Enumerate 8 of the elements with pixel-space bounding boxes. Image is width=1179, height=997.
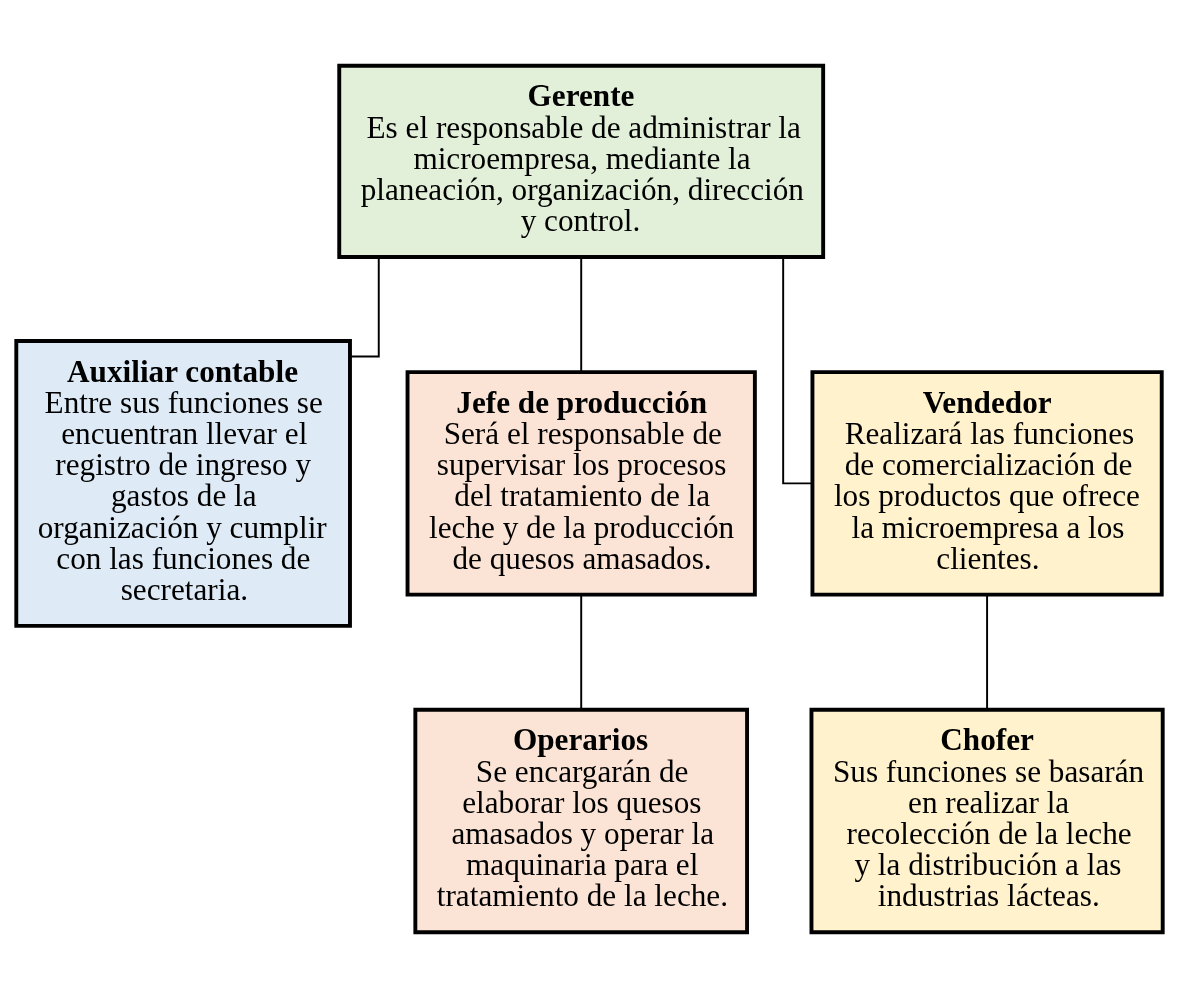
node-box: Chofer Sus funciones se basarán en realizar la recolección de la leche y la distribución a las industrias lácteas. <box>809 707 1165 934</box>
node-box: Vendedor Realizará las funciones de comercialización de los productos que ofrece la microempresa a los clientes. <box>810 369 1164 597</box>
connector <box>580 593 583 711</box>
node-box: Jefe de producción Será el responsable de supervisar los procesos del tratamiento de la leche y de la producción de quesos amasados. <box>405 369 757 597</box>
node-box: Operarios Se encargarán de elaborar los quesos amasados y operar la maquinaria para el tratamiento de la leche. <box>413 707 750 934</box>
connector <box>986 593 989 711</box>
node-box: Gerente Es el responsable de administrar la microempresa, mediante la planeación, organización, dirección y control. <box>337 63 826 259</box>
node-box: Auxiliar contable Entre sus funciones se encuentran llevar el registro de ingreso y gastos de la organización y cumplir con las funciones de secretaria. <box>14 338 352 628</box>
